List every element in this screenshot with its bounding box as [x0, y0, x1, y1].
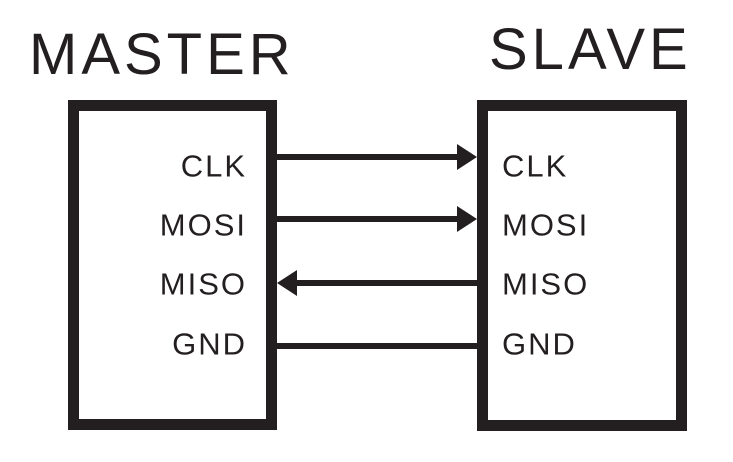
master-box: [68, 100, 277, 430]
master-title: MASTER: [29, 22, 295, 87]
clk-arrowhead-right-icon: [457, 144, 477, 170]
mosi-signal-line: [277, 216, 459, 222]
mosi-arrowhead-right-icon: [457, 206, 477, 232]
slave-pin-mosi: MOSI: [502, 207, 590, 243]
gnd-signal-line: [277, 343, 477, 349]
slave-title: SLAVE: [489, 17, 692, 82]
master-pin-clk: CLK: [180, 148, 247, 184]
miso-arrowhead-left-icon: [277, 270, 297, 296]
master-pin-mosi: MOSI: [159, 207, 247, 243]
miso-signal-line: [295, 280, 477, 286]
slave-pin-clk: CLK: [502, 148, 569, 184]
slave-pin-miso: MISO: [502, 266, 590, 302]
master-pin-miso: MISO: [159, 266, 247, 302]
clk-signal-line: [277, 154, 459, 160]
slave-box: [477, 100, 687, 431]
slave-pin-gnd: GND: [502, 326, 577, 362]
master-pin-gnd: GND: [172, 326, 247, 362]
